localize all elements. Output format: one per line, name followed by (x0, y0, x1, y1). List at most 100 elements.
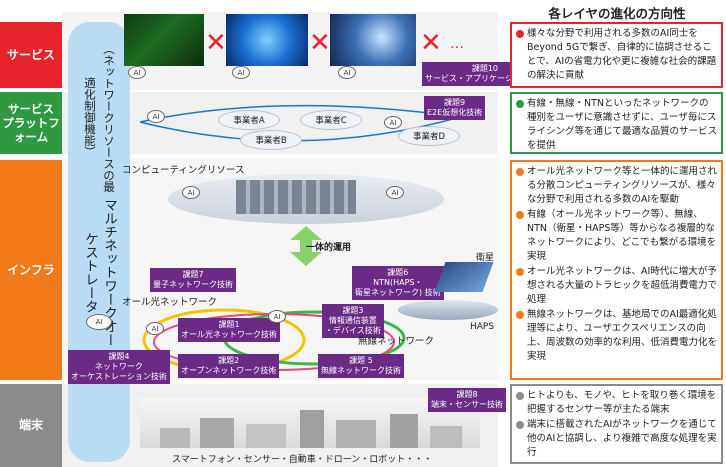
layer-infra-text: インフラ (7, 262, 55, 277)
task-3: 課題3 情報通信装置 ・デバイス技術 (322, 304, 384, 338)
ai-bubble-icon: AI (232, 66, 250, 79)
business-b: 事業者B (240, 130, 302, 150)
ai-bubble-icon: AI (338, 66, 356, 79)
bullet-icon (516, 30, 524, 38)
direction-infra-item: 無線ネットワークは、基地局でのAI最適化処理等により、ユーザエクスペリエンスの向… (516, 308, 717, 364)
bullet-icon (516, 211, 524, 219)
task-5: 課題 5 無線ネットワーク技術 (318, 354, 404, 378)
ai-bubble-icon: AI (384, 116, 402, 129)
ai-bubble-icon: AI (128, 66, 146, 79)
ellipsis: … (450, 36, 464, 52)
haps-icon (398, 300, 498, 320)
direction-infra-item: オール光ネットワークは、AI時代に増大が予想される大量のトラヒックを超低消費電力… (516, 265, 717, 307)
direction-infra-item: 有線（オール光ネットワーク等）、無線、NTN（衛星・HAPS等）等からなる複層的… (516, 208, 717, 264)
task-2-number: 課題2 (218, 356, 240, 365)
cross-icon: ✕ (309, 28, 331, 58)
task-6-line3: 衛星ネットワーク) 技術 (355, 288, 441, 297)
task-7-title: 量子ネットワーク技術 (153, 280, 233, 289)
orchestrator-label: （ネットワークリソースの最適化制御機能） マルチネットワークオーケストレータ (68, 40, 130, 350)
direction-service-text: 様々な分野で利用される多数のAI同士をBeyond 5Gで繋ぎ、自律的に協調させ… (527, 28, 717, 81)
ai-bubble-icon: AI (182, 186, 200, 199)
task-6-number: 課題6 (387, 268, 409, 277)
task-5-title: 無線ネットワーク技術 (321, 366, 401, 375)
direction-terminal-item: 端末に搭載されたAIがネットワークを通じて他のAIと協調し、より複雑で高度な処理… (516, 418, 717, 460)
direction-infra-text-1: オール光ネットワーク等と一体的に運用される分散コンピューティングリソースが、様々… (527, 166, 718, 205)
task-5-number: 課題 5 (349, 356, 373, 365)
ai-bubble-icon: AI (147, 110, 165, 123)
task-9: 課題9 E2E仮想化技術 (424, 96, 486, 120)
direction-service: 様々な分野で利用される多数のAI同士をBeyond 5Gで繋ぎ、自律的に協調させ… (510, 22, 723, 88)
direction-infra-text-3: オール光ネットワークは、AI時代に増大が予想される大量のトラヒックを超低消費電力… (527, 266, 718, 305)
orchestrator-main: マルチネットワークオーケストレータ (82, 198, 117, 347)
task-6: 課題6 NTN(HAPS・ 衛星ネットワーク) 技術 (352, 266, 444, 300)
task-3-number: 課題3 (342, 306, 364, 315)
bullet-icon (516, 311, 524, 319)
layer-label-infra: インフラ (0, 160, 62, 380)
task-4-line3: オーケストレーション技術 (71, 372, 167, 381)
task-1-number: 課題1 (218, 320, 240, 329)
direction-infra: オール光ネットワーク等と一体的に運用される分散コンピューティングリソースが、様々… (510, 160, 723, 380)
direction-infra-item: オール光ネットワーク等と一体的に運用される分散コンピューティングリソースが、様々… (516, 165, 717, 207)
ai-bubble-icon: AI (268, 310, 286, 323)
unified-operation-arrow (276, 226, 336, 266)
task-4-number: 課題4 (108, 352, 130, 361)
orchestrator-bar (68, 22, 130, 462)
bullet-icon (516, 100, 524, 108)
task-8-number: 課題8 (456, 390, 478, 399)
layer-platform-text: サービス プラットフォーム (2, 102, 60, 144)
task-8-title: 端末・センサー技術 (431, 400, 503, 409)
bullet-icon (516, 421, 524, 429)
task-6-line2: NTN(HAPS・ (373, 278, 423, 287)
cross-icon: ✕ (420, 28, 442, 58)
direction-terminal-item: ヒトよりも、モノや、ヒトを取り巻く環境を把握するセンサー等が主たる端末 (516, 389, 717, 417)
service-image-network (226, 14, 308, 66)
business-c: 事業者C (300, 110, 362, 130)
service-image-brain (330, 14, 416, 66)
layer-terminal-text: 端末 (18, 418, 43, 432)
task-10-title: サービス・アプリケーション技術 (425, 74, 545, 83)
layer-label-service: サービス (0, 22, 62, 88)
task-4-line2: ネットワーク (94, 362, 143, 371)
direction-terminal-text-2: 端末に搭載されたAIがネットワークを通じて他のAIと協調し、より複雑で高度な処理… (527, 419, 717, 458)
unified-operation-label: 一体的運用 (306, 243, 352, 253)
computing-resources-label: コンピューティングリソース (122, 165, 245, 176)
task-1: 課題1 オール光ネットワーク技術 (178, 318, 280, 342)
all-optical-network-label: オール光ネットワーク (122, 297, 218, 308)
cross-icon: ✕ (205, 28, 227, 58)
layer-label-terminal: 端末 (0, 384, 62, 467)
business-d: 事業者D (398, 126, 460, 146)
satellite-label: 衛星 (476, 253, 495, 263)
bullet-icon (516, 268, 524, 276)
ai-bubble-icon: AI (86, 314, 112, 330)
task-9-title: E2E仮想化技術 (427, 108, 483, 117)
task-9-number: 課題9 (444, 98, 466, 107)
task-2: 課題2 オープンネットワーク技術 (178, 354, 280, 378)
direction-platform-text: 有線・無線・NTNといったネットワークの種別をユーザに意識させずに、ユーザ毎にス… (527, 98, 718, 151)
orchestrator-sub: （ネットワークリソースの最適化制御機能） (83, 42, 116, 193)
direction-service-item: 様々な分野で利用される多数のAI同士をBeyond 5Gで繋ぎ、自律的に協調させ… (516, 27, 717, 83)
task-4: 課題4 ネットワーク オーケストレーション技術 (68, 350, 170, 384)
direction-platform: 有線・無線・NTNといったネットワークの種別をユーザに意識させずに、ユーザ毎にス… (510, 92, 723, 154)
direction-infra-text-4: 無線ネットワークは、基地局でのAI最適化処理等により、ユーザエクスペリエンスの向… (527, 309, 718, 362)
task-7-number: 課題7 (182, 270, 204, 279)
service-image-matrix (124, 14, 204, 66)
direction-platform-item: 有線・無線・NTNといったネットワークの種別をユーザに意識させずに、ユーザ毎にス… (516, 97, 717, 153)
bullet-icon (516, 392, 524, 400)
layer-label-platform: サービス プラットフォーム (0, 92, 62, 154)
task-2-title: オープンネットワーク技術 (181, 366, 277, 375)
task-3-line3: ・デバイス技術 (325, 326, 381, 335)
haps-label: HAPS (470, 322, 495, 332)
business-a: 事業者A (218, 110, 280, 130)
layer-service-text: サービス (6, 47, 55, 62)
direction-terminal-text-1: ヒトよりも、モノや、ヒトを取り巻く環境を把握するセンサー等が主たる端末 (527, 390, 717, 415)
direction-infra-text-2: 有線（オール光ネットワーク等）、無線、NTN（衛星・HAPS等）等からなる複層的… (527, 209, 717, 262)
ai-bubble-icon: AI (146, 322, 164, 335)
terminal-caption: スマートフォン・センサー・自動車・ドローン・ロボット・・・ (172, 455, 433, 465)
wireless-network-label: 無線ネットワーク (358, 336, 435, 347)
task-1-title: オール光ネットワーク技術 (181, 330, 277, 339)
task-7: 課題7 量子ネットワーク技術 (150, 268, 236, 292)
direction-terminal: ヒトよりも、モノや、ヒトを取り巻く環境を把握するセンサー等が主たる端末 端末に搭… (510, 384, 723, 464)
task-10-number: 課題10 (471, 64, 499, 73)
task-8: 課題8 端末・センサー技術 (428, 388, 506, 412)
bullet-icon (516, 168, 524, 176)
